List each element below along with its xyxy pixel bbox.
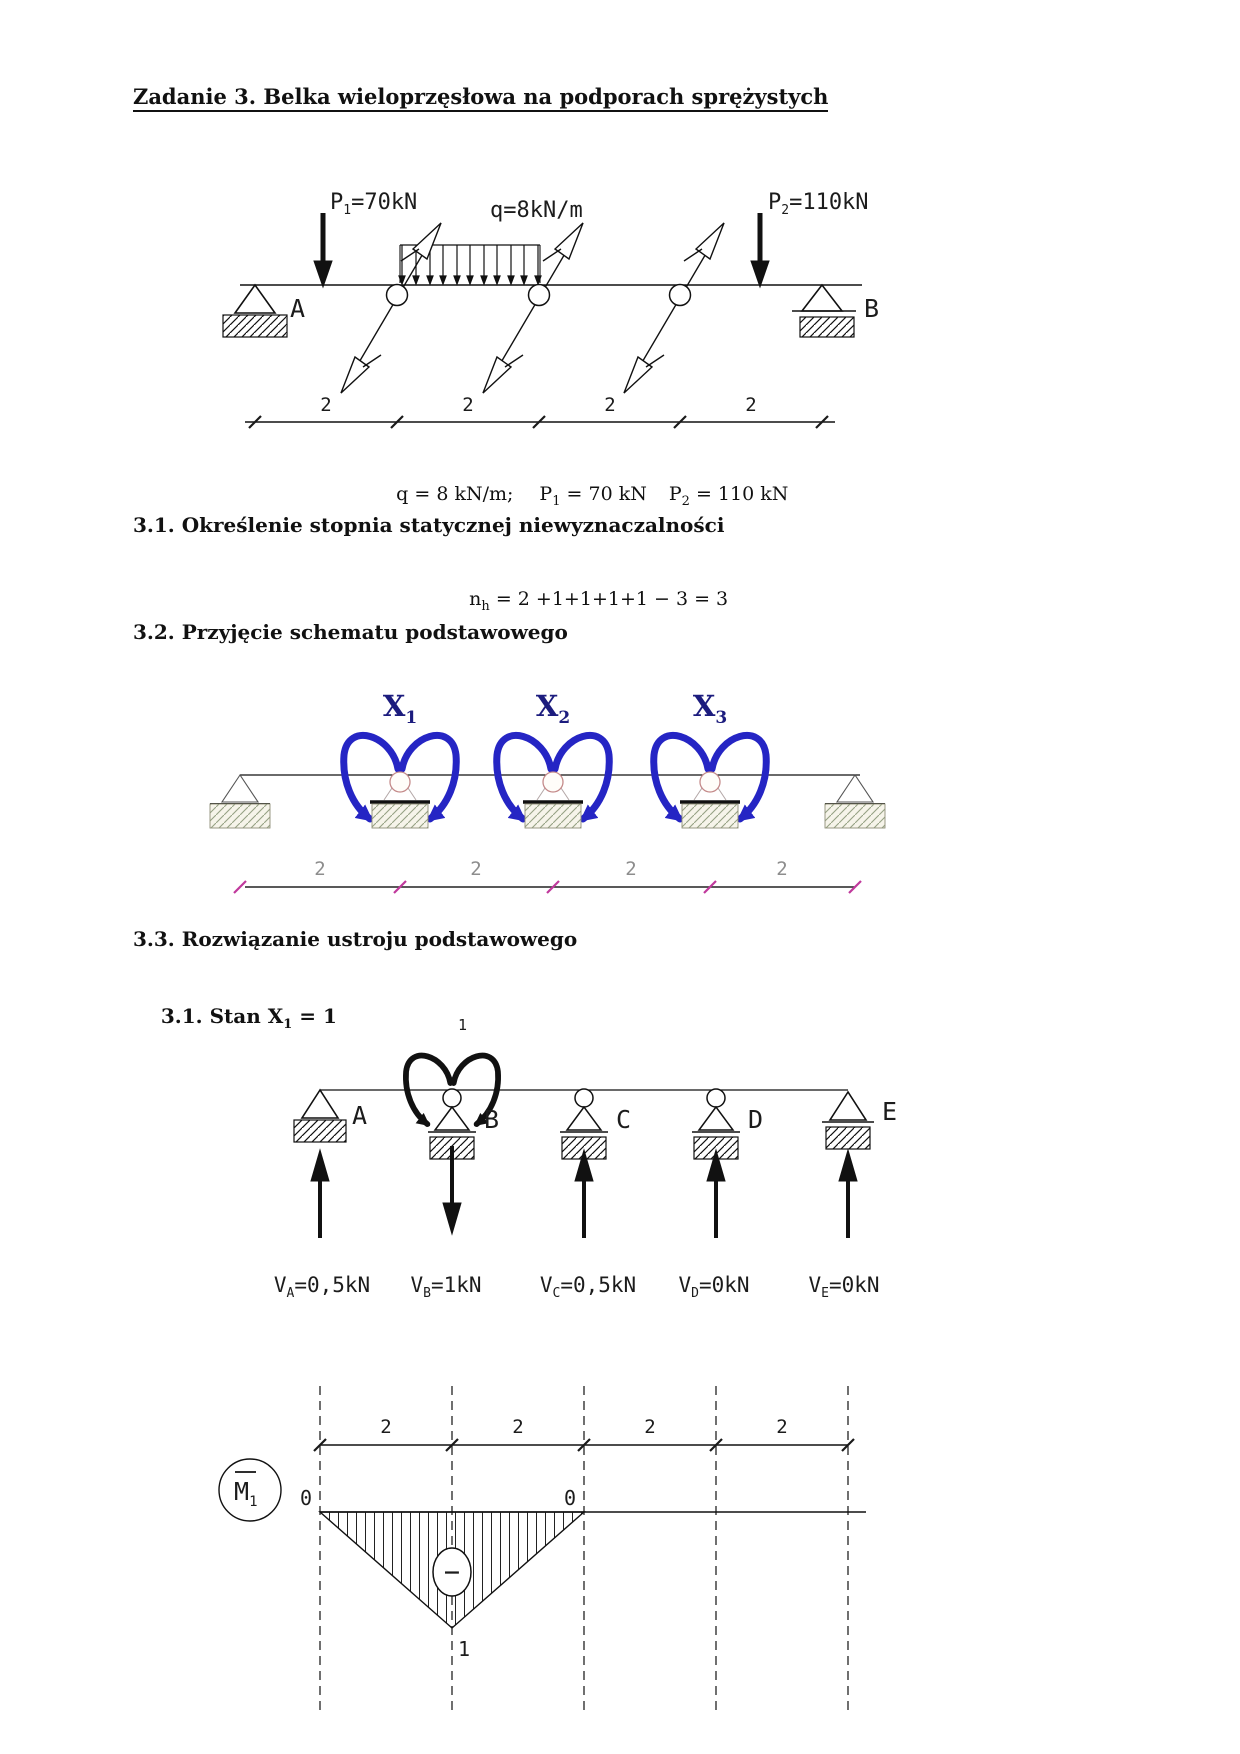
support-a	[293, 1088, 347, 1143]
dimension-line	[232, 879, 863, 895]
moment-zero-right: 0	[564, 1486, 576, 1510]
span-label: 2	[320, 394, 331, 416]
moment-peak-label: 1	[458, 1637, 470, 1661]
support-label-a: A	[352, 1101, 367, 1130]
q-label: q=8kN/m	[490, 198, 583, 223]
reaction-arrow-e	[837, 1148, 859, 1240]
end-support-right	[824, 774, 886, 829]
parameters-line: q = 8 kN/m; P1 = 70 kN P2 = 110 kN	[372, 461, 788, 531]
page-title-text: Zadanie 3. Belka wieloprzęsłowa na podpo…	[133, 84, 829, 112]
section-heading-32: 3.2. Przyjęcie schematu podstawowego	[133, 620, 568, 644]
span-label: 2	[604, 394, 615, 416]
svg-text:M1: M1	[234, 1477, 258, 1510]
section-heading-stan-x1: 3.1. Stan X1 = 1	[160, 1004, 337, 1032]
reaction-label-c: VC=0,5kN	[540, 1273, 636, 1301]
support-a-label: A	[290, 294, 305, 323]
support-a	[222, 283, 288, 338]
section-heading-33: 3.3. Rozwiązanie ustroju podstawowego	[133, 927, 578, 951]
support-b	[792, 283, 856, 338]
span-label: 2	[625, 858, 636, 880]
minus-sign-circle: −	[432, 1547, 472, 1597]
p1-label: P1=70kN	[330, 190, 417, 218]
elastic-support	[521, 770, 585, 830]
reaction-label-d: VD=0kN	[678, 1273, 749, 1301]
spring-symbol	[623, 222, 725, 394]
spring-symbol	[340, 222, 442, 394]
hinge-circles	[385, 283, 692, 307]
distributed-load	[398, 244, 542, 286]
reaction-arrow-a	[309, 1148, 331, 1240]
elastic-support	[368, 770, 432, 830]
basic-scheme-diagram: X1 X2 X3 2 2 2 2	[209, 689, 886, 895]
param-q: q = 8 kN/m;	[396, 483, 514, 505]
page-title: Zadanie 3. Belka wieloprzęsłowa na podpo…	[133, 84, 829, 112]
param-p2: P2 = 110 kN	[668, 483, 789, 509]
span-label: 2	[644, 1416, 655, 1438]
stan-x1-diagram: 1 A B C D E VA=0,5kN VB=1kN VC=0,5kN VD=…	[218, 1016, 897, 1712]
unit-moment-label: 1	[458, 1016, 467, 1034]
support-label-b: B	[484, 1105, 499, 1134]
reaction-arrow-c	[573, 1148, 595, 1240]
p2-label: P2=110kN	[768, 190, 869, 218]
projection-dashed-lines	[319, 1386, 849, 1712]
support-label-e: E	[882, 1097, 897, 1126]
reaction-label-a: VA=0,5kN	[274, 1273, 370, 1301]
x3-label: X3	[693, 689, 727, 728]
end-support-left	[209, 774, 271, 829]
dimension-line	[245, 414, 835, 430]
param-p1: P1 = 70 kN	[539, 483, 647, 509]
section-heading-31: 3.1. Określenie stopnia statycznej niewy…	[133, 513, 725, 537]
support-label-c: C	[616, 1105, 631, 1134]
span-label: 2	[462, 394, 473, 416]
x1-label: X1	[383, 689, 417, 728]
svg-text:−: −	[444, 1557, 460, 1588]
span-label: 2	[470, 858, 481, 880]
span-label: 2	[745, 394, 756, 416]
span-label: 2	[776, 1416, 787, 1438]
support-b-label: B	[864, 294, 879, 323]
p1-force-arrow	[313, 213, 333, 289]
span-label: 2	[776, 858, 787, 880]
reaction-label-e: VE=0kN	[808, 1273, 879, 1301]
x2-label: X2	[536, 689, 570, 728]
span-label: 2	[380, 1416, 391, 1438]
reaction-arrow-d	[705, 1148, 727, 1240]
span-label: 2	[512, 1416, 523, 1438]
beam-load-diagram: P1=70kN q=8kN/m P2=110kN A B	[222, 190, 879, 430]
support-e	[822, 1090, 874, 1150]
p2-force-arrow	[750, 213, 770, 289]
reaction-label-b: VB=1kN	[410, 1273, 481, 1301]
dimension-line	[312, 1437, 856, 1453]
moment-diagram-badge: M1	[218, 1458, 282, 1522]
support-label-d: D	[748, 1105, 763, 1134]
moment-zero-left: 0	[300, 1486, 312, 1510]
span-label: 2	[314, 858, 325, 880]
spring-symbol	[482, 222, 584, 394]
static-indeterminacy-formula: nh = 2 +1+1+1+1 − 3 = 3	[469, 588, 729, 614]
elastic-support	[678, 770, 742, 830]
